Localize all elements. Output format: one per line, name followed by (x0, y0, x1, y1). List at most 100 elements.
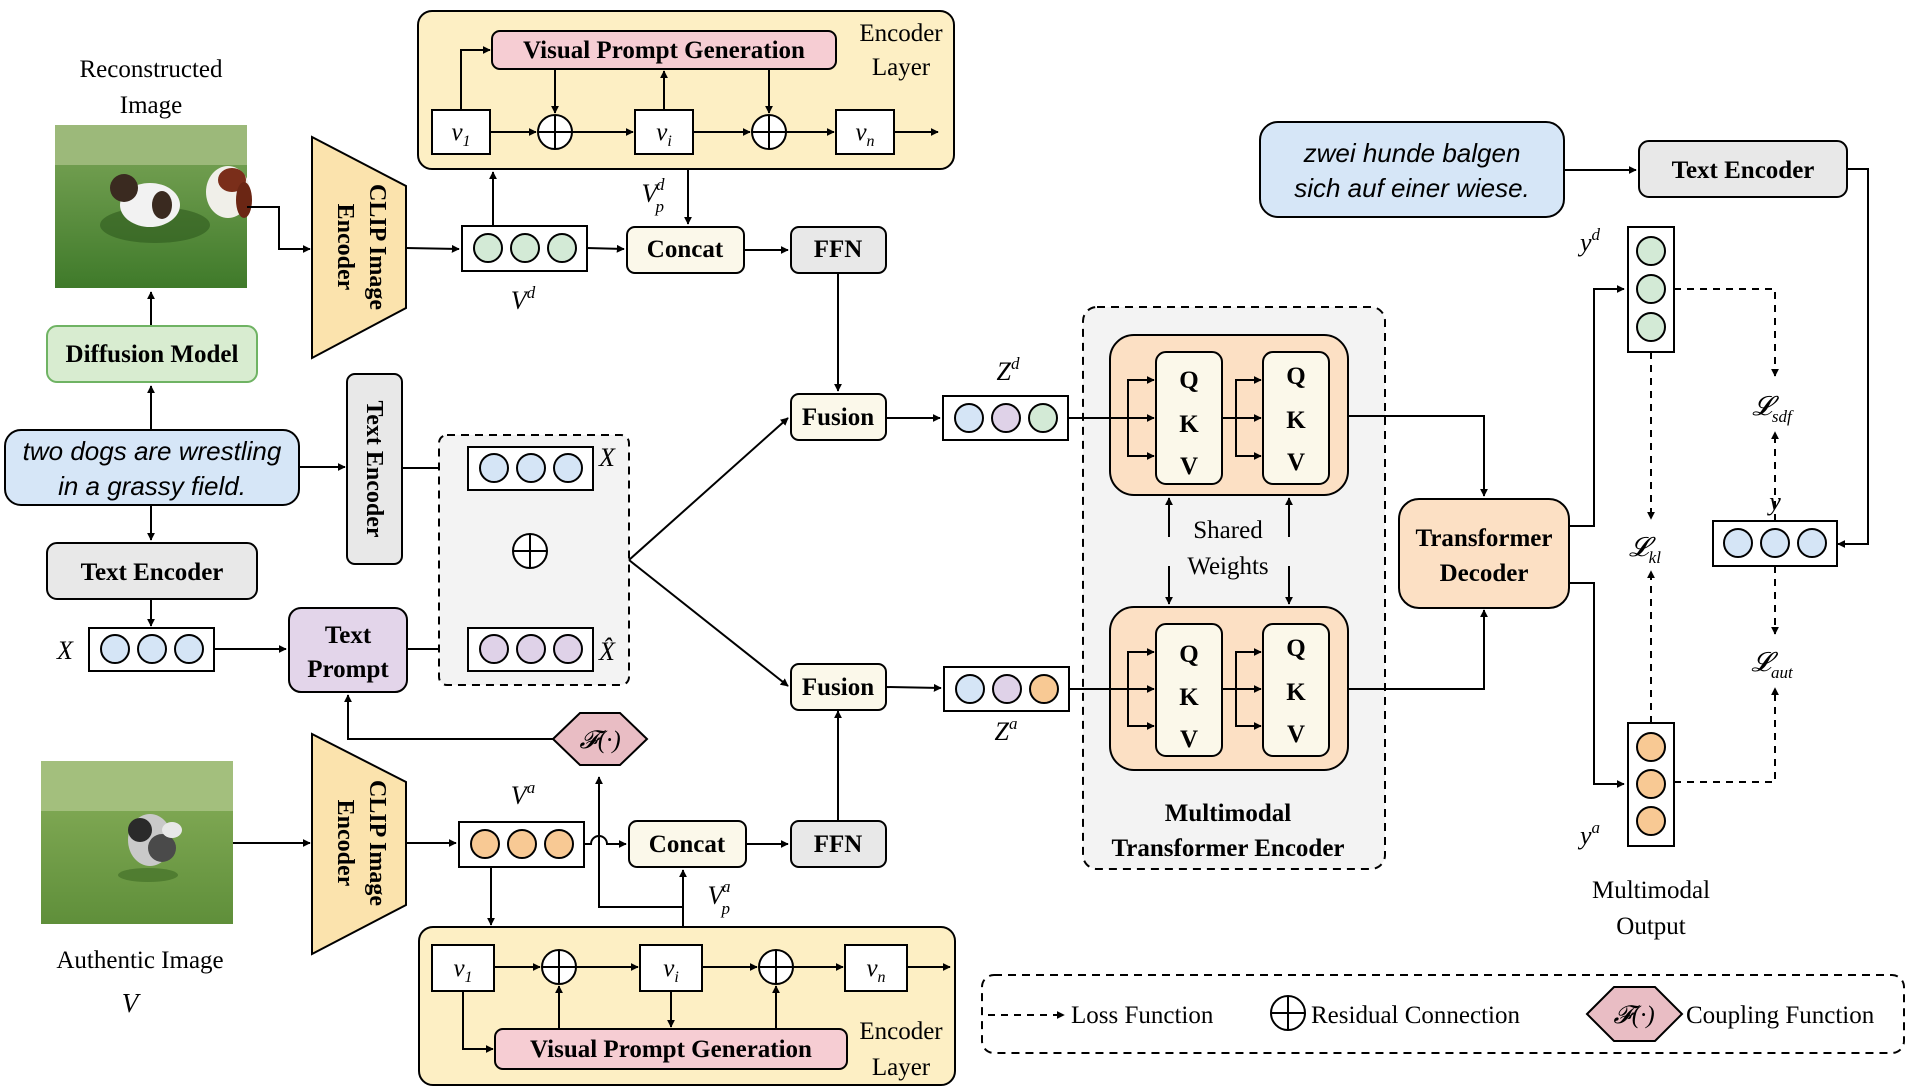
x-variable-label: X (56, 636, 74, 665)
embedding-x-left (88, 627, 215, 672)
embedding-va (458, 821, 585, 868)
shared-weights-label-2: Weights (1187, 553, 1268, 580)
text-prompt-label-2: Prompt (307, 656, 389, 683)
transformer-decoder-label-1: Transformer (1416, 525, 1553, 552)
token-v1-bottom-label: v1 (453, 955, 472, 986)
loss-aut-label: 𝓛aut (1751, 647, 1794, 682)
ya-label: ya (1577, 818, 1600, 850)
token-vi-bottom-label: vi (663, 955, 679, 986)
residual-icon (512, 533, 548, 569)
coupling-function-icon: 𝓕(·) (551, 712, 649, 766)
encoder-layer-label-top-1: Encoder (859, 20, 943, 47)
embedding-x (467, 446, 594, 491)
residual-icon (758, 949, 794, 985)
x-label: X (598, 443, 616, 472)
vpg-label-bottom: Visual Prompt Generation (530, 1036, 812, 1063)
svg-text:K: K (1179, 684, 1199, 711)
svg-text:Q: Q (1286, 635, 1305, 662)
vpg-label-top: Visual Prompt Generation (523, 37, 805, 64)
coupling-function-icon: 𝓕(·) (1585, 986, 1684, 1042)
transformer-decoder-label-2: Decoder (1440, 560, 1529, 587)
legend-box (981, 974, 1905, 1054)
fusion-label-bottom: Fusion (802, 674, 874, 701)
svg-text:V: V (1180, 726, 1198, 753)
residual-icon (1270, 995, 1306, 1031)
embedding-zd (942, 395, 1069, 441)
authentic-image (41, 761, 233, 924)
svg-text:K: K (1286, 407, 1306, 434)
token-vn-top (835, 109, 895, 155)
caption-english-line-2: in a grassy field. (58, 471, 246, 501)
caption-english-line-1: two dogs are wrestling (23, 436, 282, 466)
svg-text:V: V (1287, 721, 1305, 748)
svg-text:Encoder: Encoder (332, 800, 358, 887)
ffn-label-top: FFN (814, 236, 863, 263)
va-label: Va (511, 778, 535, 810)
mte-label-1: Multimodal (1165, 800, 1291, 827)
svg-text:CLIP Image: CLIP Image (364, 184, 390, 310)
x-hat-label: X̂ (598, 637, 616, 666)
svg-text:K: K (1286, 679, 1306, 706)
target-y (1712, 520, 1838, 567)
transformer-block-bottom: Q K V Q K V (1069, 606, 1349, 771)
residual-icon (751, 114, 787, 150)
svg-text:Q: Q (1179, 367, 1198, 394)
mte-label-2: Transformer Encoder (1111, 835, 1344, 862)
svg-text:𝓕(·): 𝓕(·) (1613, 1002, 1654, 1029)
svg-text:CLIP Image: CLIP Image (364, 780, 390, 906)
svg-text:Encoder: Encoder (332, 204, 358, 291)
concat-label-top: Concat (647, 236, 724, 263)
vpa-label: Vpa (708, 877, 731, 918)
text-prompt-label-1: Text (325, 622, 372, 649)
output-ya (1627, 722, 1675, 847)
token-vi-top-label: vi (656, 119, 672, 150)
encoder-layer-bottom: Visual Prompt Generation Encoder Layer v… (418, 926, 956, 1086)
transformer-block-top: Q K V Q K V (1068, 334, 1349, 496)
svg-text:V: V (1180, 453, 1198, 480)
svg-text:𝓕(·): 𝓕(·) (579, 727, 620, 754)
encoder-layer-top: Visual Prompt Generation Encoder Layer v… (417, 10, 955, 170)
reconstructed-image (55, 125, 252, 288)
residual-icon (537, 114, 573, 150)
token-vn-top-label: vn (855, 119, 874, 150)
embedding-vd (461, 225, 588, 272)
output-yd (1627, 226, 1675, 353)
svg-text:K: K (1179, 411, 1199, 438)
shared-weights-label-1: Shared (1193, 517, 1263, 544)
encoder-layer-label-bottom-2: Layer (872, 1054, 931, 1081)
svg-text:Text Encoder: Text Encoder (361, 400, 387, 537)
text-encoder-vertical: Text Encoder (346, 373, 403, 565)
svg-text:V: V (1287, 449, 1305, 476)
mm-output-label-2: Output (1616, 913, 1686, 940)
clip-image-encoder-top: CLIP Image Encoder (311, 135, 407, 360)
token-vn-bottom-label: vn (866, 955, 885, 986)
authentic-image-label: Authentic Image (56, 947, 223, 974)
text-encoder-left-label: Text Encoder (81, 559, 224, 586)
token-v1-top-label: v1 (451, 119, 470, 150)
loss-sdf-label: 𝓛sdf (1752, 391, 1794, 426)
text-encoder-right-label: Text Encoder (1672, 157, 1815, 184)
clip-image-encoder-bottom: CLIP Image Encoder (311, 732, 407, 956)
token-vn-bottom (844, 944, 908, 992)
reconstructed-image-label-1: Reconstructed (79, 56, 223, 83)
embedding-x-hat (467, 627, 594, 672)
residual-icon (541, 949, 577, 985)
y-label: y (1766, 487, 1781, 516)
svg-text:Q: Q (1179, 641, 1198, 668)
vpd-label: Vpd (642, 175, 665, 216)
token-vi-top (634, 109, 694, 155)
encoder-layer-label-top-2: Layer (872, 54, 931, 81)
transformer-decoder-box (1398, 498, 1570, 609)
legend-coupling-label: Coupling Function (1686, 1002, 1875, 1029)
vd-label: Vd (511, 283, 536, 315)
concat-label-bottom: Concat (649, 831, 726, 858)
caption-german-line-2: sich auf einer wiese. (1294, 173, 1530, 203)
yd-label: yd (1577, 225, 1601, 257)
svg-text:Q: Q (1286, 363, 1305, 390)
caption-german-line-1: zwei hunde balgen (1303, 138, 1521, 168)
embedding-za (943, 666, 1070, 712)
legend-residual-label: Residual Connection (1311, 1002, 1520, 1029)
diffusion-model-label: Diffusion Model (66, 341, 239, 368)
mm-output-label-1: Multimodal (1592, 877, 1710, 904)
